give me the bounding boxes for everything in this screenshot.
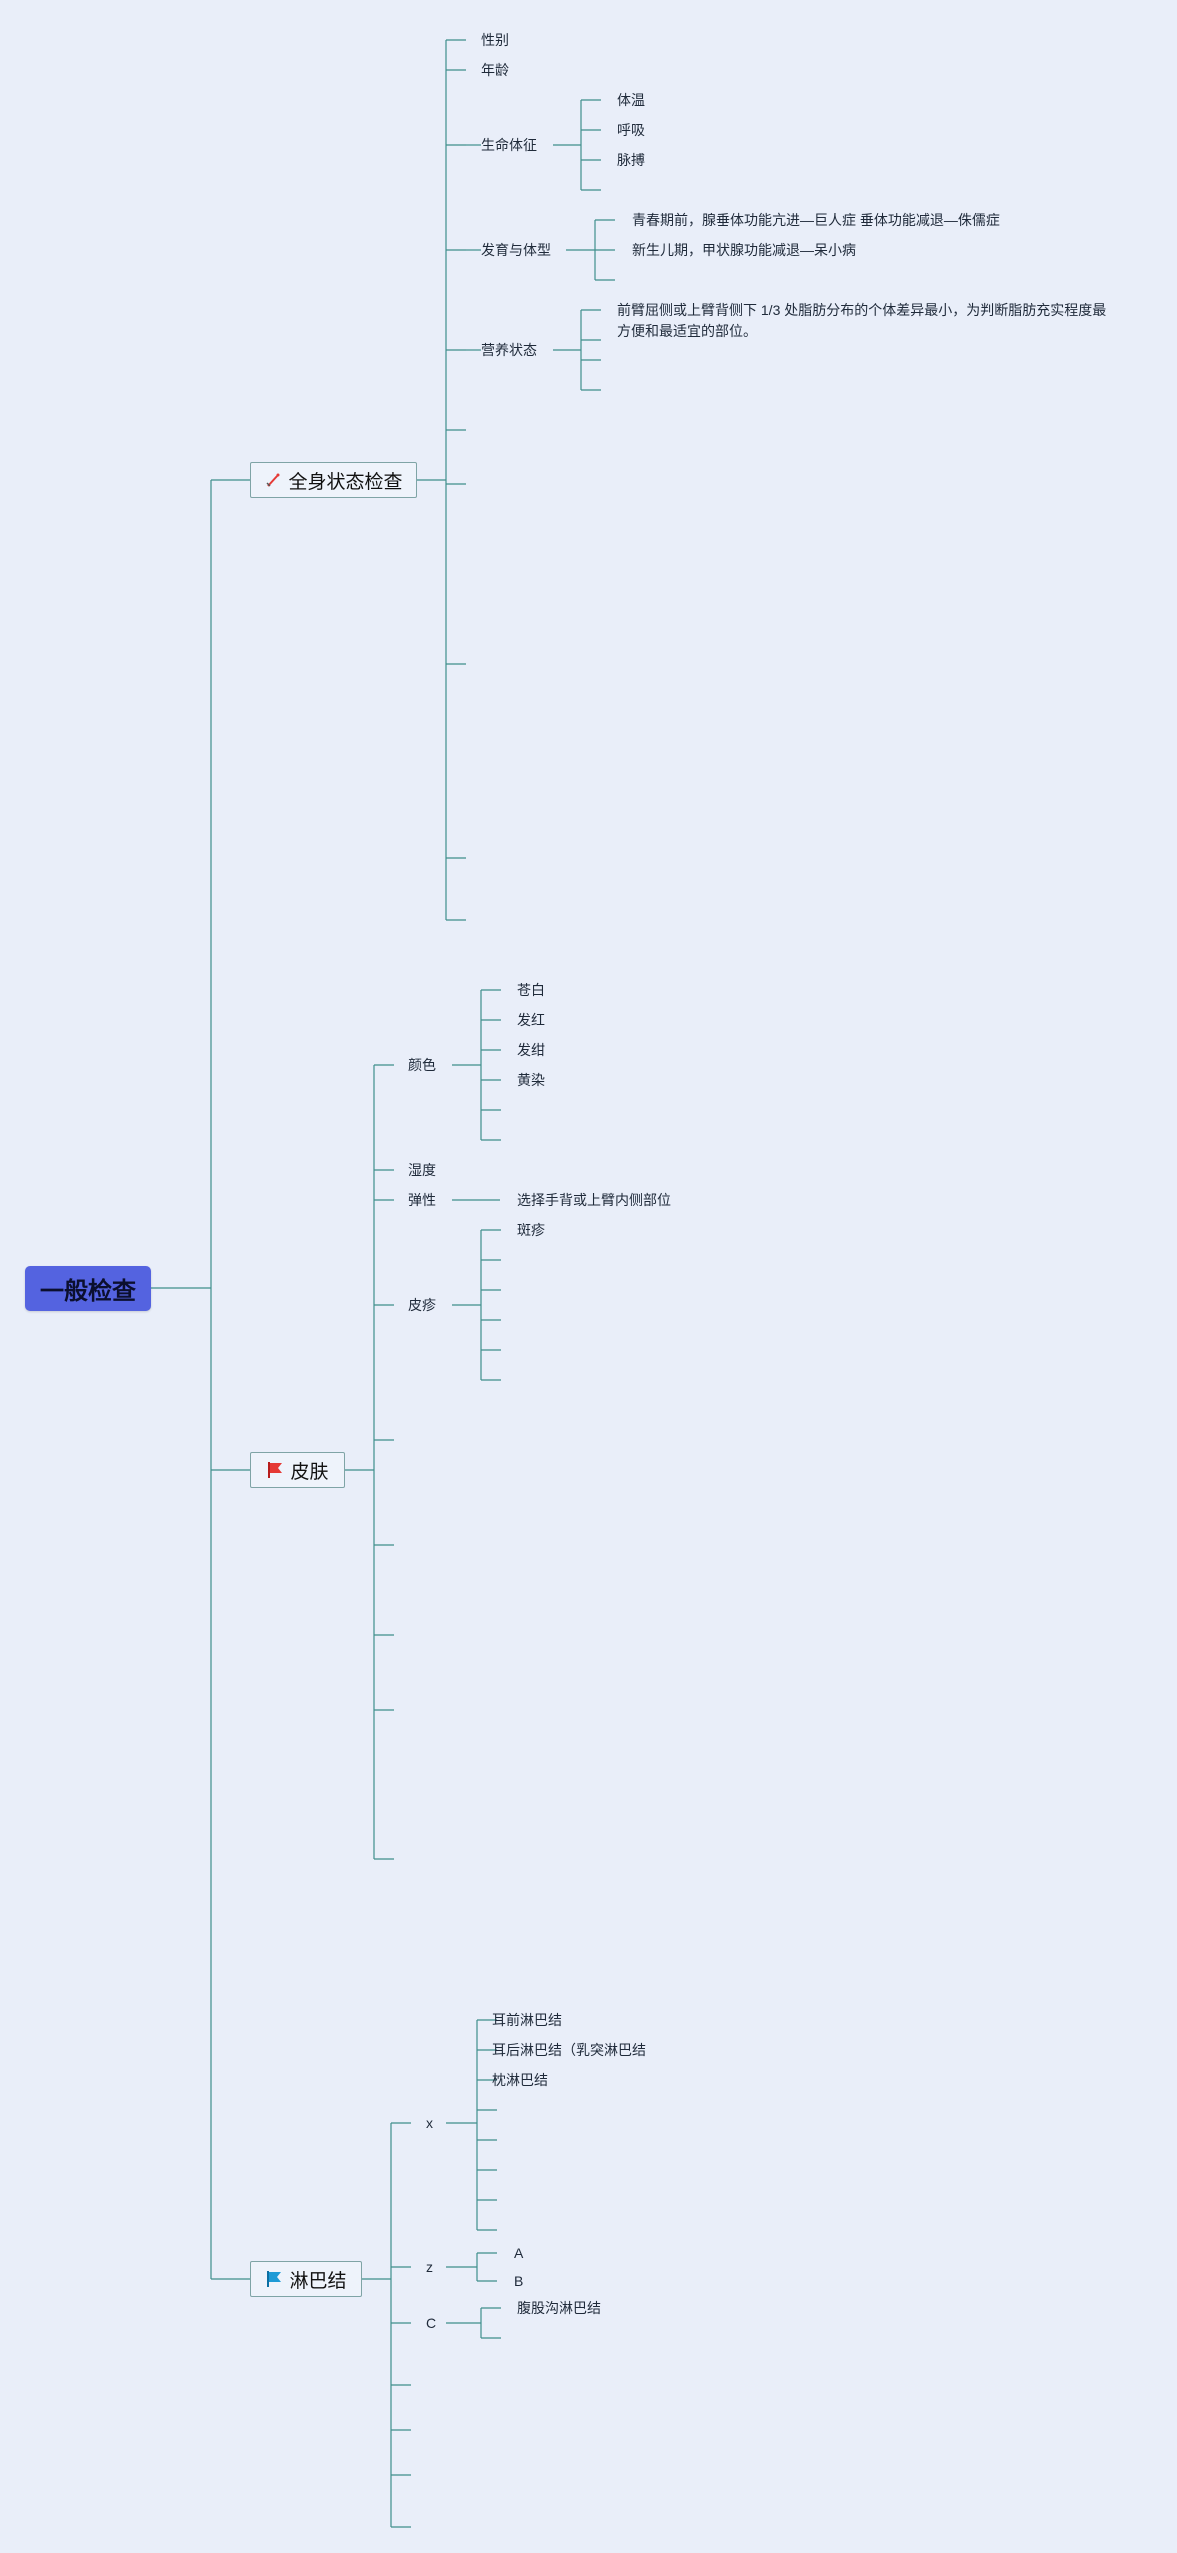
topic-development[interactable]: 发育与体型 xyxy=(481,242,551,258)
topic-sex[interactable]: 性别 xyxy=(481,32,509,48)
topic-puberty[interactable]: 青春期前，腺垂体功能亢进—巨人症 垂体功能减退—侏儒症 xyxy=(632,212,1000,228)
topic-occipital-node[interactable]: 枕淋巴结 xyxy=(492,2072,548,2088)
topic-color[interactable]: 颜色 xyxy=(408,1057,436,1073)
branch-lymph-nodes[interactable]: 淋巴结 xyxy=(250,2261,362,2297)
topic-vital-signs[interactable]: 生命体征 xyxy=(481,137,537,153)
topic-jaundice[interactable]: 黄染 xyxy=(517,1072,545,1088)
topic-a[interactable]: A xyxy=(514,2245,524,2261)
topic-x[interactable]: x xyxy=(426,2115,433,2131)
topic-preauricular-node[interactable]: 耳前淋巴结 xyxy=(492,2012,562,2028)
topic-inguinal-node[interactable]: 腹股沟淋巴结 xyxy=(517,2300,601,2316)
topic-pulse[interactable]: 脉搏 xyxy=(617,152,645,168)
topic-neonatal[interactable]: 新生儿期，甲状腺功能减退—呆小病 xyxy=(632,242,856,258)
blue-flag-icon xyxy=(265,2270,283,2288)
topic-cyanosis[interactable]: 发绀 xyxy=(517,1042,545,1058)
topic-moisture[interactable]: 湿度 xyxy=(408,1162,436,1178)
root-label: 一般检查 xyxy=(40,1278,136,1305)
branch-skin[interactable]: 皮肤 xyxy=(250,1452,345,1488)
topic-postauricular-node[interactable]: 耳后淋巴结（乳突淋巴结 xyxy=(492,2042,646,2058)
branch-general-exam[interactable]: 全身状态检查 xyxy=(250,462,417,498)
topic-flushed[interactable]: 发红 xyxy=(517,1012,545,1028)
topic-nutrition-note[interactable]: 前臂屈侧或上臂背侧下 1/3 处脂肪分布的个体差异最小，为判断脂肪充实程度最方便… xyxy=(617,302,1107,339)
topic-age[interactable]: 年龄 xyxy=(481,62,509,78)
pen-icon xyxy=(264,471,282,489)
red-flag-icon xyxy=(266,1461,284,1479)
branch-label: 淋巴结 xyxy=(289,2270,347,2292)
root-node[interactable]: 一般检查 xyxy=(25,1266,151,1311)
topic-b[interactable]: B xyxy=(514,2273,524,2289)
topic-respiration[interactable]: 呼吸 xyxy=(617,122,645,138)
topic-temperature[interactable]: 体温 xyxy=(617,92,645,108)
topic-nutrition[interactable]: 营养状态 xyxy=(481,342,537,358)
topic-rash[interactable]: 皮疹 xyxy=(408,1297,436,1313)
topic-elasticity[interactable]: 弹性 xyxy=(408,1192,436,1208)
branch-label: 皮肤 xyxy=(290,1461,329,1483)
branch-label: 全身状态检查 xyxy=(288,471,403,493)
topic-z[interactable]: z xyxy=(426,2259,433,2275)
topic-elasticity-site[interactable]: 选择手背或上臂内侧部位 xyxy=(517,1192,671,1208)
topic-c[interactable]: C xyxy=(426,2315,437,2331)
topic-pale[interactable]: 苍白 xyxy=(517,982,545,998)
topic-macule[interactable]: 斑疹 xyxy=(517,1222,545,1238)
